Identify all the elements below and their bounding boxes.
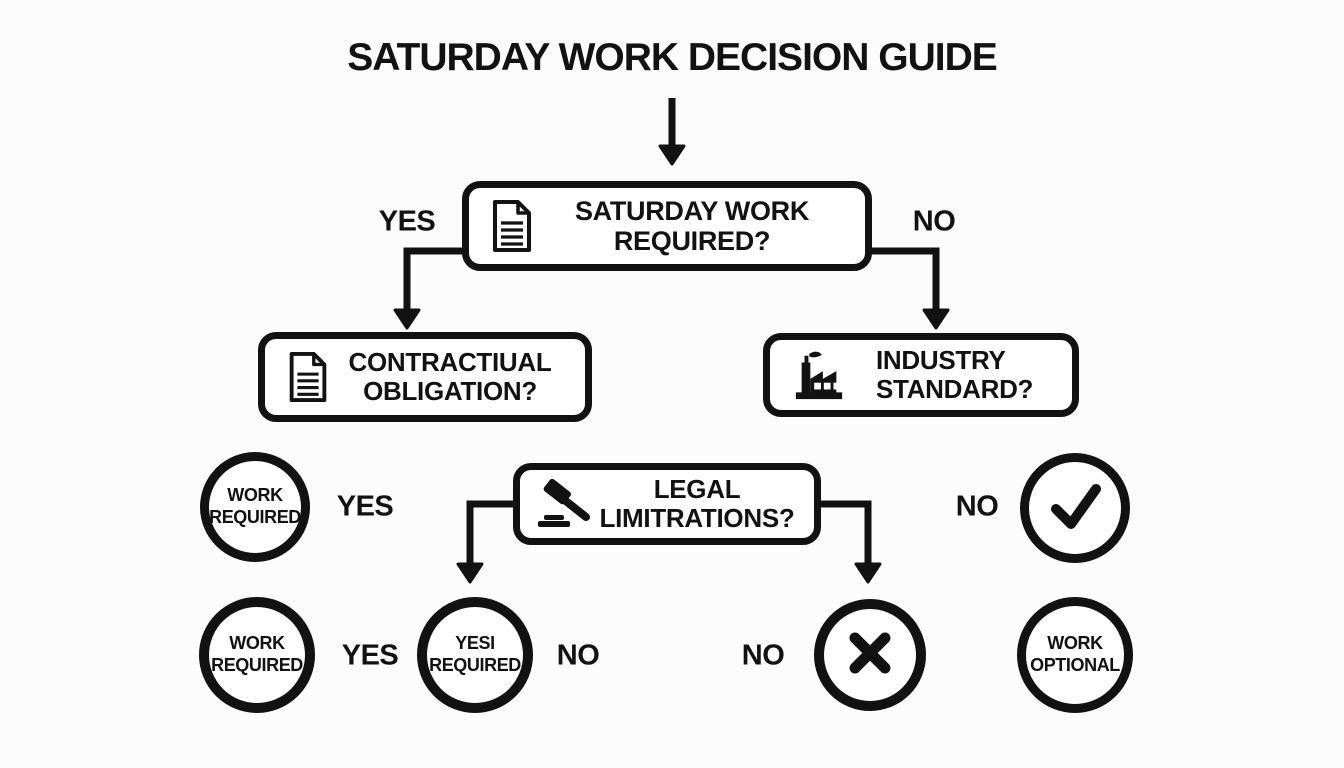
terminal-work-required: WORK REQUIRED (200, 452, 310, 562)
terminal-deny (814, 599, 926, 711)
node-label: INDUSTRY STANDARD? (876, 344, 1034, 404)
document-icon (491, 199, 533, 253)
branch-label-top-no: NO (912, 205, 956, 238)
terminal-label: WORK REQUIRED (209, 485, 301, 527)
node-label: LEGAL LIMITRATIONS? (599, 473, 795, 533)
branch-label-bottom-yes: YES (341, 639, 399, 672)
branch-label-mid-yes: YES (336, 490, 394, 523)
node-contractual-obligation: CONTRACTIUAL OBLIGATION? (258, 332, 592, 422)
node-label: CONTRACTIUAL OBLIGATION? (348, 346, 552, 406)
page-title: SATURDAY WORK DECISION GUIDE (347, 36, 998, 79)
branch-label-mid-no: NO (955, 490, 999, 523)
branch-label-top-yes: YES (378, 205, 436, 238)
terminal-approve (1020, 453, 1130, 563)
node-legal-limitations: LEGAL LIMITRATIONS? (513, 463, 821, 545)
terminal-label: YESI REQUIRED (429, 633, 521, 675)
x-icon (837, 620, 903, 691)
terminal-label: WORK REQUIRED (211, 633, 303, 675)
check-icon (1040, 471, 1110, 546)
gavel-icon (536, 479, 594, 529)
node-label: SATURDAY WORK REQUIRED? (574, 195, 810, 257)
document-icon (287, 351, 329, 403)
node-industry-standard: INDUSTRY STANDARD? (763, 333, 1079, 417)
terminal-work-required: WORK REQUIRED (199, 597, 315, 713)
terminal-label: WORK OPTIONAL (1030, 633, 1120, 675)
branch-label-bottom-no-inner: NO (556, 639, 600, 672)
terminal-work-optional: WORK OPTIONAL (1017, 597, 1133, 713)
terminal-yesi-required: YESI REQUIRED (417, 597, 533, 713)
node-saturday-work-required: SATURDAY WORK REQUIRED? (462, 181, 872, 271)
factory-icon (792, 348, 846, 402)
branch-label-bottom-no-outer: NO (741, 639, 785, 672)
